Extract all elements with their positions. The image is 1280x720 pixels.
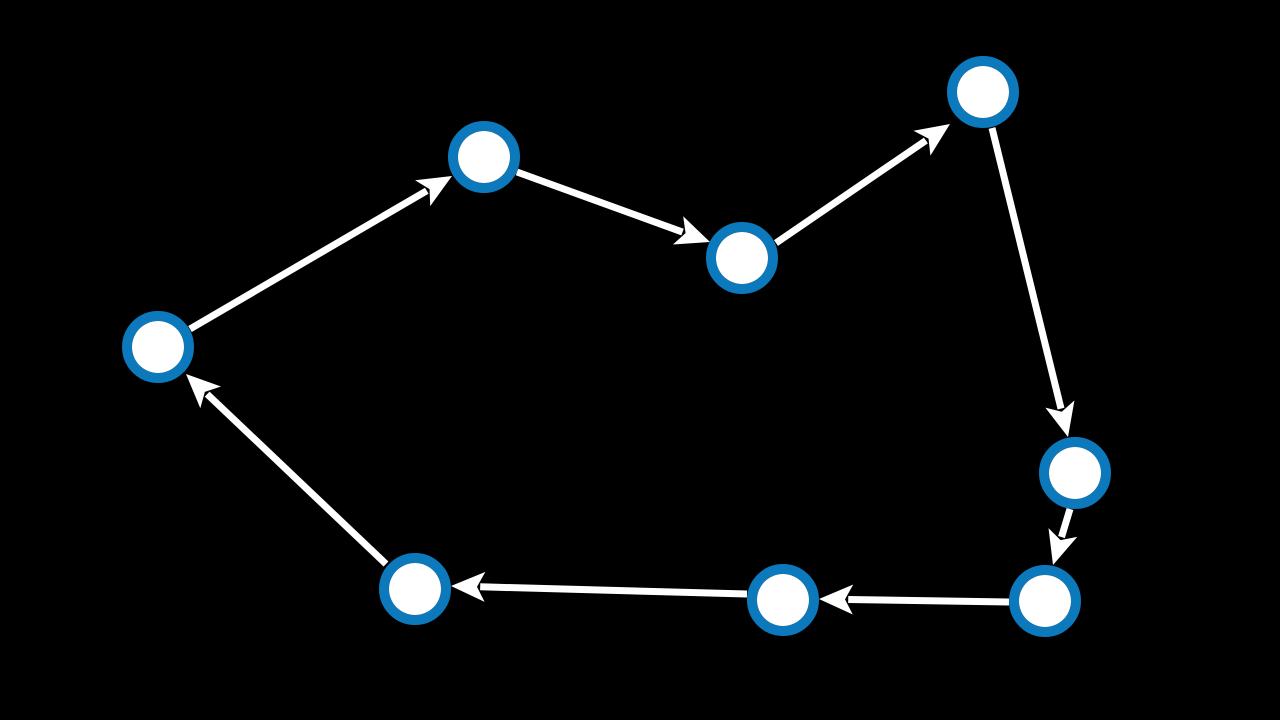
edge-shaft <box>515 168 684 236</box>
node-fill <box>389 563 441 615</box>
node-fill <box>1049 447 1101 499</box>
edge-n1-to-n2[interactable] <box>188 176 452 333</box>
edge-n3-to-n4[interactable] <box>774 124 950 246</box>
arrow-head-icon <box>451 571 486 602</box>
arrow-head-icon <box>1048 528 1078 565</box>
edge-n7-to-n8[interactable] <box>451 571 748 602</box>
node-fill <box>757 574 809 626</box>
edge-shaft <box>988 127 1065 410</box>
edge-n5-to-n6[interactable] <box>1048 507 1078 565</box>
node-fill <box>132 321 184 373</box>
edge-shaft <box>204 391 389 567</box>
edge-shaft <box>480 583 748 598</box>
edge-n8-to-n1[interactable] <box>186 374 389 567</box>
arrow-head-icon <box>1045 400 1075 437</box>
node-ring <box>379 553 451 625</box>
node-fill <box>957 66 1009 118</box>
arrow-head-icon <box>186 374 221 409</box>
node-ring <box>1009 565 1081 637</box>
nodes-layer <box>122 56 1111 637</box>
graph-node-n1[interactable] <box>122 311 194 383</box>
node-fill <box>458 131 510 183</box>
arrow-head-icon <box>672 216 710 245</box>
arrow-head-icon <box>415 176 452 207</box>
graph-node-n6[interactable] <box>1009 565 1081 637</box>
graph-node-n2[interactable] <box>448 121 520 193</box>
graph-node-n8[interactable] <box>379 553 451 625</box>
edge-n6-to-n7[interactable] <box>819 584 1010 615</box>
graph-node-n3[interactable] <box>706 222 778 294</box>
graph-node-n5[interactable] <box>1039 437 1111 509</box>
arrow-head-icon <box>913 124 950 156</box>
node-ring <box>122 311 194 383</box>
node-ring <box>706 222 778 294</box>
edge-shaft <box>774 137 928 246</box>
graph-node-n4[interactable] <box>947 56 1019 128</box>
node-fill <box>716 232 768 284</box>
node-ring <box>747 564 819 636</box>
edges-layer <box>186 124 1078 615</box>
edge-shaft <box>188 187 429 333</box>
node-ring <box>947 56 1019 128</box>
node-ring <box>448 121 520 193</box>
edge-n2-to-n3[interactable] <box>515 168 710 245</box>
edge-n4-to-n5[interactable] <box>988 127 1075 437</box>
node-ring <box>1039 437 1111 509</box>
edge-shaft <box>1058 507 1074 539</box>
arrow-head-icon <box>819 584 854 615</box>
graph-node-n7[interactable] <box>747 564 819 636</box>
edge-shaft <box>848 595 1010 606</box>
node-fill <box>1019 575 1071 627</box>
